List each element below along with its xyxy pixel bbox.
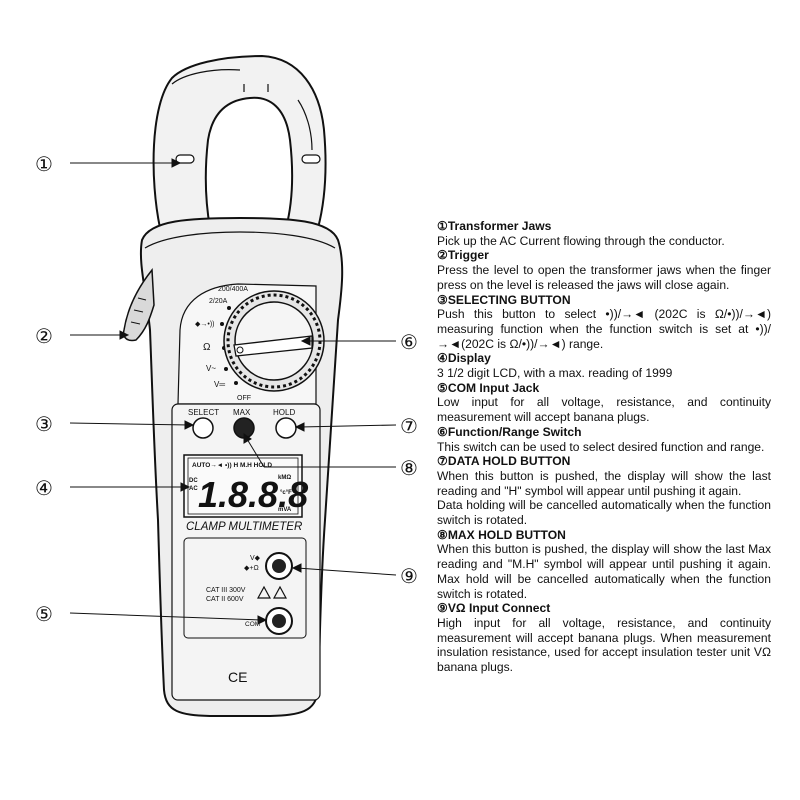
jack-label-ohm: ◆+Ω (244, 565, 259, 572)
lcd-digits: 1.8.8.8 (198, 474, 308, 515)
legend-title: ⑨VΩ Input Connect (437, 601, 551, 616)
legend-text: Data holding will be cancelled automatic… (437, 498, 771, 528)
legend-title: ④Display (437, 351, 491, 366)
legend-text: Push this button to select •))/→◄ (202C … (437, 307, 771, 351)
select-label: SELECT (188, 408, 219, 417)
legend: ①Transformer Jaws Pick up the AC Current… (437, 219, 771, 675)
legend-text: This switch can be used to select desire… (437, 439, 765, 454)
range-label-ohm: Ω (203, 342, 211, 353)
hold-button[interactable] (275, 417, 297, 439)
lcd-units-bot: mVA (278, 507, 292, 513)
cat2-rating: CAT II 600V (206, 596, 244, 603)
range-label-continuity: ◆→•)) (195, 321, 215, 328)
callout-2: ② (35, 324, 53, 348)
jack-label-v: V◆ (250, 555, 261, 562)
callout-6: ⑥ (400, 330, 418, 354)
legend-title: ⑤COM Input Jack (437, 380, 540, 395)
callout-leaders (69, 158, 397, 625)
lcd-ac: AC (189, 486, 198, 492)
legend-item-4: ④Display 3 1/2 digit LCD, with a max. re… (437, 351, 771, 380)
legend-item-7: ⑦DATA HOLD BUTTON When this button is pu… (437, 454, 771, 528)
trigger (122, 268, 155, 342)
transformer-jaws (152, 54, 327, 229)
select-button[interactable] (192, 417, 214, 439)
range-label-off: OFF (237, 395, 251, 402)
legend-item-8: ⑧MAX HOLD BUTTON When this button is pus… (437, 528, 771, 602)
callout-5: ⑤ (35, 602, 53, 626)
callout-9: ⑨ (400, 564, 418, 588)
callout-8: ⑧ (400, 456, 418, 480)
legend-text: When this button is pushed, the display … (437, 468, 771, 498)
lcd-units-mid: °c°F (280, 490, 292, 496)
legend-title: ⑥Function/Range Switch (437, 424, 582, 439)
legend-title: ⑦DATA HOLD BUTTON (437, 454, 571, 469)
legend-text: High input for all voltage, resistance, … (437, 615, 771, 675)
warning-icon (272, 585, 288, 599)
lcd-units-top: kMΩ (278, 475, 291, 481)
lcd-dc: DC (189, 478, 198, 484)
hold-label: HOLD (273, 408, 295, 417)
legend-item-5: ⑤COM Input Jack Low input for all voltag… (437, 381, 771, 425)
lcd-indicators: AUTO→◄ •)) H M.H HOLD (192, 462, 272, 469)
callout-1: ① (35, 152, 53, 176)
callout-7: ⑦ (400, 414, 418, 438)
max-label: MAX (233, 408, 251, 417)
legend-text: Pick up the AC Current flowing through t… (437, 233, 725, 248)
range-label-vdc: V═ (214, 380, 225, 389)
legend-item-2: ②Trigger Press the level to open the tra… (437, 248, 771, 292)
lcd-display: AUTO→◄ •)) H M.H HOLD DC AC 1.8.8.8 kMΩ … (183, 454, 308, 518)
legend-item-1: ①Transformer Jaws Pick up the AC Current… (437, 219, 771, 248)
legend-title: ⑧MAX HOLD BUTTON (437, 527, 566, 542)
legend-text: 3 1/2 digit LCD, with a max. reading of … (437, 366, 673, 381)
legend-text: When this button is pushed, the display … (437, 542, 771, 601)
com-label: COM (245, 621, 260, 628)
legend-title: ②Trigger (437, 248, 489, 263)
callout-4: ④ (35, 476, 53, 500)
ce-mark: CE (228, 669, 247, 685)
lower-panel (171, 403, 321, 701)
legend-item-6: ⑥Function/Range Switch This switch can b… (437, 425, 771, 454)
legend-item-3: ③SELECTING BUTTON Push this button to se… (437, 293, 771, 352)
legend-text: Low input for all voltage, resistance, a… (437, 395, 771, 425)
model-label: CLAMP MULTIMETER (186, 521, 302, 533)
range-label-400a: 200/400A (218, 286, 248, 293)
cat3-rating: CAT III 300V (206, 587, 246, 594)
range-label-vac: V~ (206, 364, 216, 373)
legend-text: Press the level to open the transformer … (437, 263, 771, 292)
legend-title: ③SELECTING BUTTON (437, 292, 571, 307)
legend-title: ①Transformer Jaws (437, 219, 552, 233)
legend-item-9: ⑨VΩ Input Connect High input for all vol… (437, 601, 771, 675)
callout-3: ③ (35, 412, 53, 436)
range-label-20a: 2/20A (209, 298, 228, 305)
warning-icon (256, 585, 272, 599)
